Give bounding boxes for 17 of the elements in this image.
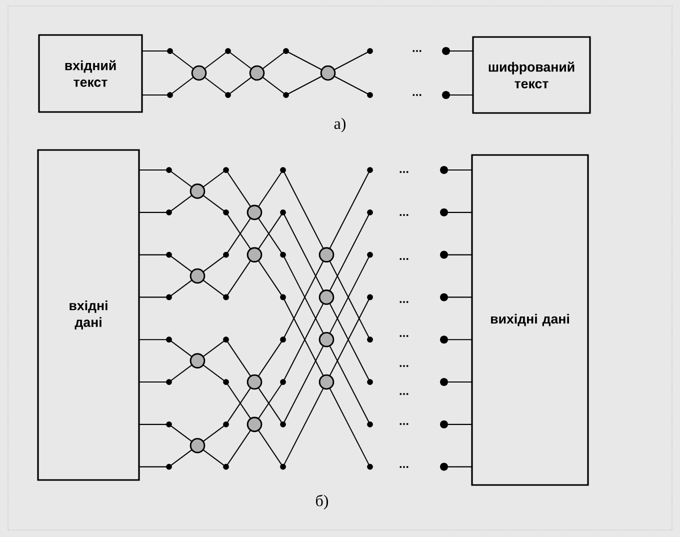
ellipsis-mark: ...	[400, 258, 408, 260]
text-box: шифрований текст	[472, 36, 591, 114]
ellipsis-mark: ...	[400, 423, 408, 425]
ellipsis-mark: ...	[400, 171, 408, 173]
ellipsis-mark: ...	[400, 214, 408, 216]
ellipsis-mark: ...	[400, 365, 408, 367]
ellipsis-mark: ...	[400, 335, 408, 337]
ellipsis-mark: ...	[400, 466, 408, 468]
ellipsis-mark: ...	[412, 50, 422, 52]
panel-label: а)	[334, 118, 346, 132]
ellipsis-mark: ...	[400, 301, 408, 303]
ellipsis-mark: ...	[400, 393, 408, 395]
text-box: вихідні дані	[471, 154, 589, 486]
text-box: вхідний текст	[38, 34, 143, 113]
ellipsis-mark: ...	[412, 94, 422, 96]
panel-label: б)	[316, 494, 328, 510]
text-box: вхідні дані	[37, 149, 140, 481]
